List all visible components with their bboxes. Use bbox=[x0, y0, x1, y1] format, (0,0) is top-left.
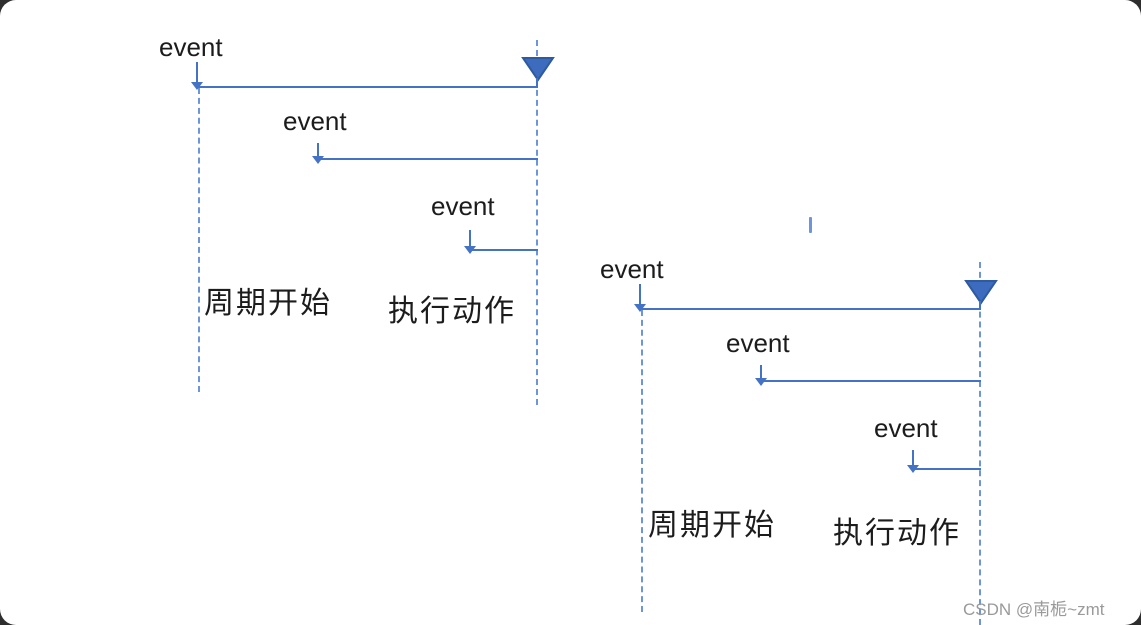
event-line bbox=[319, 158, 538, 160]
down-arrow-icon bbox=[464, 230, 476, 254]
cycle-start-label: 周期开始 bbox=[648, 509, 776, 542]
trigger-marker-icon bbox=[964, 280, 998, 305]
event-line bbox=[198, 86, 538, 88]
event-label: event bbox=[726, 328, 790, 358]
event-line bbox=[762, 380, 981, 382]
event-line bbox=[641, 308, 981, 310]
event-label: event bbox=[283, 106, 347, 136]
down-arrow-icon bbox=[312, 143, 324, 164]
event-label: event bbox=[600, 254, 664, 284]
action-lifeline bbox=[536, 40, 538, 405]
event-label: event bbox=[431, 191, 495, 221]
down-arrow-icon bbox=[755, 365, 767, 386]
marker-connector-line bbox=[979, 301, 981, 310]
trigger-marker-icon bbox=[521, 57, 555, 82]
action-lifeline bbox=[979, 262, 981, 625]
event-label: event bbox=[874, 413, 938, 443]
event-line bbox=[914, 468, 981, 470]
down-arrow-icon bbox=[191, 62, 203, 90]
cycle-start-lifeline bbox=[198, 88, 200, 392]
cursor-tick bbox=[809, 217, 812, 233]
action-label: 执行动作 bbox=[388, 295, 516, 328]
event-label: event bbox=[159, 32, 223, 62]
action-label: 执行动作 bbox=[833, 517, 961, 550]
cycle-start-lifeline bbox=[641, 310, 643, 612]
watermark: CSDN @南栀~zmt bbox=[963, 600, 1105, 619]
marker-connector-line bbox=[536, 78, 538, 88]
down-arrow-icon bbox=[634, 284, 646, 312]
event-line bbox=[471, 249, 538, 251]
cycle-start-label: 周期开始 bbox=[204, 287, 332, 320]
down-arrow-icon bbox=[907, 450, 919, 473]
